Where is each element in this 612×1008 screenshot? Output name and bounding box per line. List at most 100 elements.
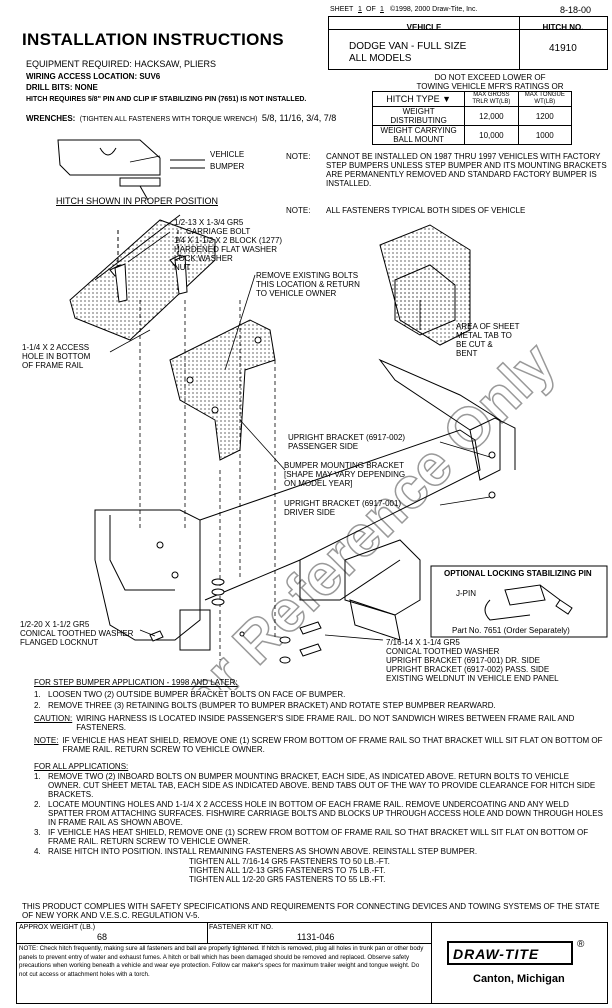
guide-lines (139, 300, 276, 660)
label-sheet-metal3: BE CUT & (456, 340, 493, 349)
rating-type: WEIGHT CARRYING BALL MOUNT (371, 125, 466, 145)
hitch-number: 41910 (549, 43, 577, 54)
brand-logo: DRAW-TITE (447, 941, 573, 965)
copyright: ©1998, 2000 Draw-Tite, Inc. (390, 6, 478, 13)
all-apps-step: 1.REMOVE TWO (2) INBOARD BOLTS ON BUMPER… (34, 772, 596, 799)
label-carriage-bolt: 1/2-13 X 1-3/4 GR5 (174, 218, 244, 227)
kit-number: 1131-046 (297, 932, 335, 942)
heat-shield-note: NOTE: IF VEHICLE HAS HEAT SHIELD, REMOVE… (34, 736, 603, 754)
fasteners (114, 255, 322, 664)
approx-weight: 68 (97, 932, 108, 942)
label-upright-drv1: UPRIGHT BRACKET (6917-001) (284, 499, 402, 508)
hitch-cross-tube (199, 429, 481, 641)
label-sheet-metal1: AREA OF SHEET (456, 322, 520, 331)
label-upright-pass2: PASSENGER SIDE (288, 442, 359, 451)
hitch-no-header: HITCH NO. (519, 17, 607, 32)
wrenches: WRENCHES: (TIGHTEN ALL FASTENERS WITH TO… (26, 113, 337, 123)
label-hardened-washer: HARDENED FLAT WASHER (174, 245, 277, 254)
label-conical-left2: CONICAL TOOTHED WASHER (20, 629, 134, 638)
label-remove-bolts3: TO VEHICLE OWNER (256, 289, 337, 298)
label-conical-right3: UPRIGHT BRACKET (6917-001) DR. SIDE (386, 656, 540, 665)
label-conical-right4: UPRIGHT BRACKET (6917-002) PASS. SIDE (386, 665, 550, 674)
all-apps-step: 3.IF VEHICLE HAS HEAT SHIELD, REMOVE ONE… (34, 828, 589, 846)
torque-spec: TIGHTEN ALL 1/2-13 GR5 FASTENERS TO 75 L… (189, 866, 386, 875)
vehicle-line1: DODGE VAN - FULL SIZE (349, 41, 467, 52)
optional-pin-title: OPTIONAL LOCKING STABILIZING PIN (444, 569, 592, 578)
safety-note-cell: NOTE: Check hitch frequently, making sur… (17, 943, 432, 1003)
note1-text: CANNOT BE INSTALLED ON 1987 THRU 1997 VE… (326, 152, 607, 188)
of-label: OF (366, 6, 376, 13)
vehicle-divider (519, 29, 520, 69)
label-hitch-position: HITCH SHOWN IN PROPER POSITION (56, 196, 219, 206)
optional-pin-box (430, 565, 608, 638)
label-bumper-bracket2: [SHAPE MAY VARY DEPENDING (284, 470, 406, 479)
label-bumper: BUMPER (210, 162, 245, 171)
drill-bits: DRILL BITS: NONE (26, 83, 98, 92)
leader-lines (109, 155, 491, 641)
vehicle-header: VEHICLE (329, 17, 520, 32)
installation-diagram: For Reference Only (57, 139, 608, 690)
label-vehicle: VEHICLE (210, 150, 245, 159)
hitch-left-bracket (94, 509, 211, 651)
label-sheet-metal2: METAL TAB TO (456, 331, 512, 340)
step-bumper-heading: FOR STEP BUMPER APPLICATION - 1998 AND L… (34, 678, 238, 687)
location: Canton, Michigan (473, 973, 565, 985)
right-upright-bracket (378, 224, 516, 499)
label-bumper-bracket3: ON MODEL YEAR] (284, 479, 353, 488)
label-sheet-metal4: BENT (456, 349, 478, 358)
rating-tongue: 1000 (517, 125, 573, 145)
label-part-no: Part No. 7651 (Order Separately) (452, 626, 570, 635)
sheet-total: 1 (380, 6, 384, 13)
all-apps-heading: FOR ALL APPLICATIONS: (34, 762, 129, 771)
kit-cell: FASTENER KIT NO. 1131-046 (207, 923, 432, 944)
all-apps-step: 4.RAISE HITCH INTO POSITION. INSTALL REM… (34, 847, 478, 856)
vehicle-table: VEHICLE HITCH NO. DODGE VAN - FULL SIZE … (328, 16, 608, 70)
note1-label: NOTE: (286, 152, 311, 161)
sheet-row: SHEET 1 OF 1 ©1998, 2000 Draw-Tite, Inc.… (328, 3, 608, 16)
label-lock-washer: LOCK WASHER (174, 254, 233, 263)
label-conical-right1: 7/16-14 X 1-1/4 GR5 (386, 638, 460, 647)
step-bumper-section: FOR STEP BUMPER APPLICATION - 1998 AND L… (34, 678, 604, 884)
note2-text: ALL FASTENERS TYPICAL BOTH SIDES OF VEHI… (326, 206, 526, 215)
ratings-caption1: DO NOT EXCEED LOWER OF (434, 73, 546, 82)
torque-spec: TIGHTEN ALL 1/2-20 GR5 FASTENERS TO 55 L… (189, 875, 386, 884)
label-conical-right5: EXISTING WELDNUT IN VEHICLE END PANEL (386, 674, 559, 683)
label-access-hole2: HOLE IN BOTTOM (22, 352, 91, 361)
label-access-hole3: OF FRAME RAIL (22, 361, 84, 370)
ratings-caption2: TOWING VEHICLE MFR'S RATINGS OR (416, 82, 564, 91)
date: 8-18-00 (560, 5, 592, 15)
weight-cell: APPROX WEIGHT (LB.) 68 (17, 923, 208, 944)
page-title: INSTALLATION INSTRUCTIONS (22, 30, 284, 49)
wiring-access: WIRING ACCESS LOCATION: SUV6 (26, 72, 161, 81)
label-remove-bolts2: THIS LOCATION & RETURN (256, 280, 360, 289)
label-nut: NUT (174, 263, 191, 272)
sheet-number: 1 (358, 6, 362, 13)
label-access-hole1: 1-1/4 X 2 ACCESS (22, 343, 90, 352)
safety-note: NOTE: Check hitch frequently, making sur… (19, 945, 424, 978)
note2-label: NOTE: (286, 206, 311, 215)
vehicle-sketch (57, 139, 205, 201)
caution: CAUTION: WIRING HARNESS IS LOCATED INSID… (34, 714, 575, 732)
sheet-label: SHEET (330, 6, 354, 13)
label-block: 1/4 X 1-1/2 X 2 BLOCK (1277) (174, 236, 283, 245)
step-bumper-step: 1.LOOSEN TWO (2) OUTSIDE BUMPER BRACKET … (34, 690, 346, 699)
label-bumper-bracket1: BUMPER MOUNTING BRACKET (284, 461, 405, 470)
registered-mark: ® (577, 939, 585, 950)
ratings-table: HITCH TYPE ▼ MAX GROSS TRLR WT(LB) MAX T… (371, 91, 573, 145)
label-j-pin: J-PIN (456, 589, 476, 598)
compliance-statement: THIS PRODUCT COMPLIES WITH SAFETY SPECIF… (22, 902, 600, 920)
torque-spec: TIGHTEN ALL 7/16-14 GR5 FASTENERS TO 50 … (189, 857, 390, 866)
rating-tongue: 1200 (517, 106, 573, 126)
label-carriage-bolt2: CARRIAGE BOLT (186, 227, 251, 236)
label-conical-right2: CONICAL TOOTHED WASHER (386, 647, 500, 656)
all-apps-step: 2.LOCATE MOUNTING HOLES AND 1-1/4 X 2 AC… (34, 800, 603, 827)
footer-box: APPROX WEIGHT (LB.) 68 FASTENER KIT NO. … (16, 922, 608, 1004)
bumper-mounting-bracket (169, 319, 276, 461)
vehicle-line2: ALL MODELS (349, 53, 412, 64)
label-upright-pass1: UPRIGHT BRACKET (6917-002) (288, 433, 406, 442)
hitch-requires: HITCH REQUIRES 5/8" PIN AND CLIP IF STAB… (26, 96, 307, 103)
label-conical-left3: FLANGED LOCKNUT (20, 638, 99, 647)
label-conical-left1: 1/2-20 X 1-1/2 GR5 (20, 620, 90, 629)
label-remove-bolts1: REMOVE EXISTING BOLTS (256, 271, 359, 280)
equipment-required: EQUIPMENT REQUIRED: HACKSAW, PLIERS (26, 59, 217, 69)
